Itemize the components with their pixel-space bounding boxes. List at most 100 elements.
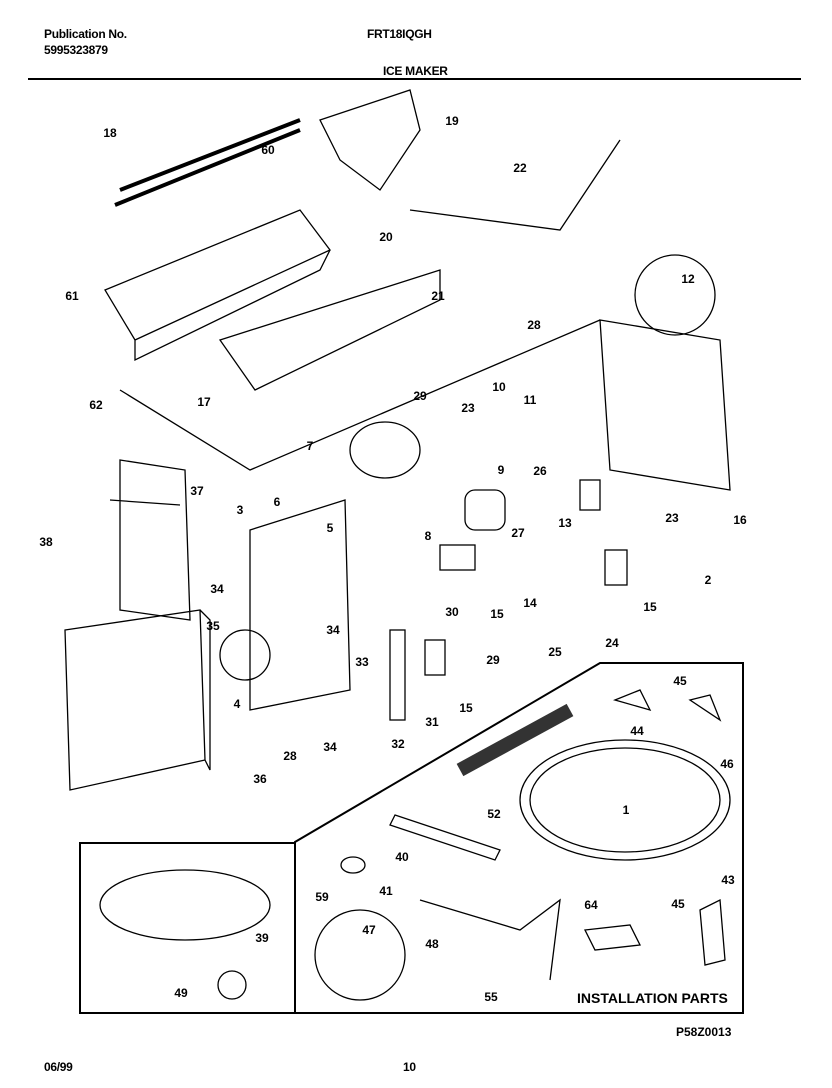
model-number: FRT18IQGH (367, 27, 432, 41)
housing-16 (599, 319, 731, 491)
callout-20: 20 (379, 230, 393, 244)
callout-13: 13 (558, 516, 572, 530)
part-59 (340, 856, 366, 874)
callout-64: 64 (584, 898, 598, 912)
switch-31 (424, 639, 446, 676)
page-number: 10 (403, 1060, 416, 1074)
clamp-64 (584, 924, 641, 951)
callout-28: 28 (283, 749, 297, 763)
callout-16: 16 (733, 513, 747, 527)
mount-plate-5 (249, 499, 351, 711)
callout-23: 23 (461, 401, 475, 415)
callout-17: 17 (197, 395, 211, 409)
callout-55: 55 (484, 990, 498, 1004)
callout-10: 10 (492, 380, 506, 394)
callout-9: 9 (498, 463, 505, 477)
switch-8 (439, 544, 476, 571)
cover-19 (319, 89, 421, 191)
ice-mold (104, 209, 332, 362)
callout-29: 29 (486, 653, 500, 667)
callout-7: 7 (307, 439, 314, 453)
footer-date: 06/99 (44, 1060, 73, 1074)
callout-61: 61 (65, 289, 79, 303)
callout-29: 29 (413, 389, 427, 403)
shut-off-arm-21 (218, 269, 441, 391)
callout-21: 21 (431, 289, 445, 303)
callout-30: 30 (445, 605, 459, 619)
callout-15: 15 (490, 607, 504, 621)
callout-28: 28 (527, 318, 541, 332)
callout-15: 15 (459, 701, 473, 715)
cover-36 (64, 609, 211, 791)
callout-18: 18 (103, 126, 117, 140)
callout-44: 44 (630, 724, 644, 738)
callout-45: 45 (671, 897, 685, 911)
publication-label: Publication No. (44, 27, 127, 41)
callout-34: 34 (323, 740, 337, 754)
wire-22 (409, 139, 621, 231)
harness-39 (99, 869, 271, 941)
callout-8: 8 (425, 529, 432, 543)
callout-12: 12 (681, 272, 695, 286)
callout-27: 27 (511, 526, 525, 540)
callout-45: 45 (673, 674, 687, 688)
bracket-43 (699, 898, 726, 966)
callout-4: 4 (234, 697, 241, 711)
callout-24: 24 (605, 636, 619, 650)
callout-15: 15 (643, 600, 657, 614)
callout-19: 19 (445, 114, 459, 128)
callout-35: 35 (206, 619, 220, 633)
callout-49: 49 (174, 986, 188, 1000)
motor-7 (349, 421, 421, 479)
gear-4 (219, 629, 271, 681)
publication-number: 5995323879 (44, 43, 108, 57)
callout-34: 34 (326, 623, 340, 637)
figure-code: P58Z0013 (676, 1025, 732, 1039)
callout-2: 2 (705, 573, 712, 587)
callout-31: 31 (425, 715, 439, 729)
detail-circle-47 (314, 909, 406, 1001)
callout-26: 26 (533, 464, 547, 478)
bracket-32 (389, 629, 406, 721)
part-outlines (64, 89, 744, 1014)
ejector (114, 118, 301, 207)
callout-38: 38 (39, 535, 53, 549)
callout-34: 34 (210, 582, 224, 596)
section-title: ICE MAKER (383, 64, 448, 78)
clamp-44 (612, 689, 652, 712)
callout-40: 40 (395, 850, 409, 864)
callout-32: 32 (391, 737, 405, 751)
callout-23: 23 (665, 511, 679, 525)
clamp-46 (688, 694, 722, 722)
callout-59: 59 (315, 890, 329, 904)
manual-38 (109, 459, 191, 621)
callout-47: 47 (362, 923, 376, 937)
grommet-49 (217, 970, 247, 1000)
strip-40 (389, 814, 501, 861)
callout-11: 11 (524, 393, 537, 407)
callout-41: 41 (379, 884, 393, 898)
water-valve-55 (419, 898, 561, 981)
callout-39: 39 (255, 931, 269, 945)
callout-1: 1 (623, 803, 630, 817)
callout-43: 43 (721, 873, 735, 887)
callout-52: 52 (487, 807, 501, 821)
callout-14: 14 (523, 596, 537, 610)
switch-15 (604, 549, 628, 586)
callout-46: 46 (720, 757, 734, 771)
connector-detail-12 (634, 254, 716, 336)
callout-36: 36 (253, 772, 267, 786)
fill-tube-52 (456, 703, 574, 777)
thermostat-9 (464, 489, 506, 531)
callout-33: 33 (355, 655, 369, 669)
callout-6: 6 (274, 495, 281, 509)
callout-62: 62 (89, 398, 103, 412)
switch-13 (579, 479, 601, 511)
tubing-1-inner (529, 747, 721, 853)
callout-60: 60 (261, 143, 275, 157)
harness-inset-box (79, 842, 296, 1014)
callout-22: 22 (513, 161, 527, 175)
